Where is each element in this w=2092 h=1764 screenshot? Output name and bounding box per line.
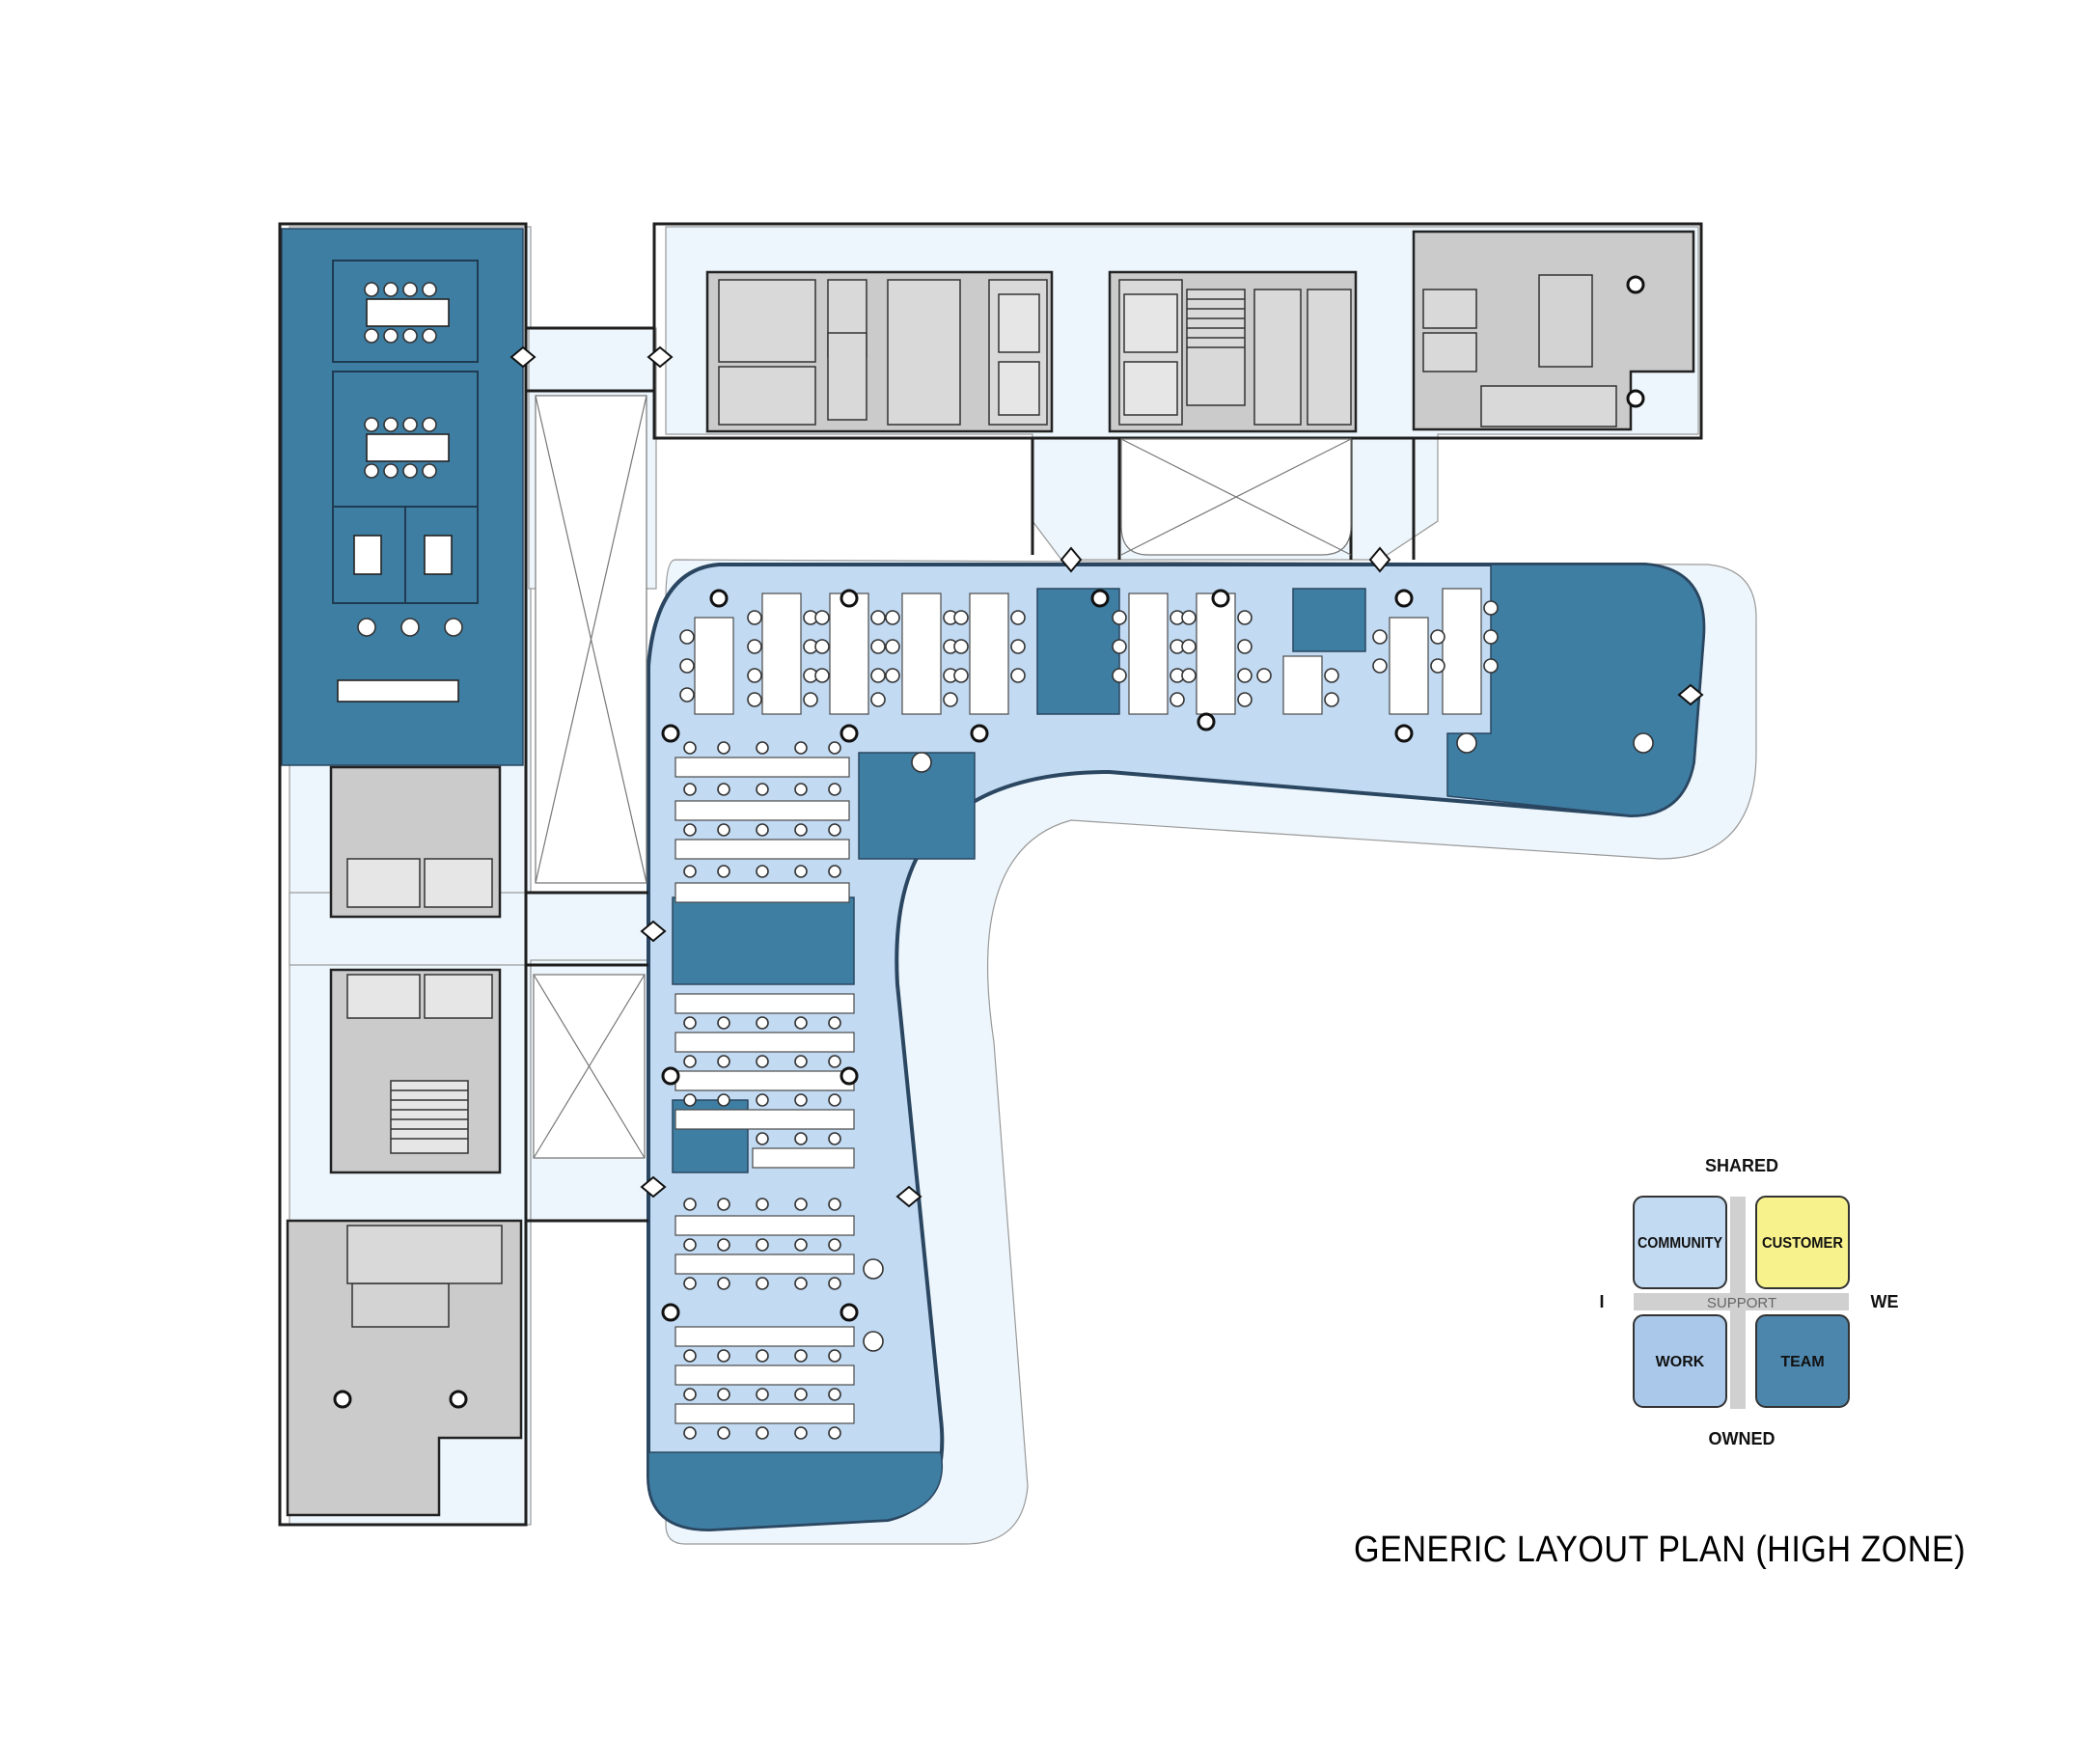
door-symbols [509,345,1704,1208]
workstation-chairs [679,600,1654,1440]
workstation-desks [674,588,1482,1424]
legend-support-horizontal [1634,1293,1849,1310]
legend-customer-swatch [1755,1196,1850,1289]
legend-team-label: TEAM [1780,1354,1824,1370]
core-internals [346,274,1617,1328]
team-zone-south [647,1451,943,1530]
plan-title: GENERIC LAYOUT PLAN (HIGH ZONE) [1354,1530,1967,1570]
legend-work-swatch [1633,1314,1727,1408]
zone-legend: SHARED OWNED I WE SUPPORT COMMUNITY CUST… [1599,1156,1898,1448]
west-wing-rooms [332,260,479,604]
atrium-voids [533,395,1352,1159]
legend-support-label: SUPPORT [1707,1295,1776,1311]
legend-customer-label: CUSTOMER [1762,1235,1843,1252]
legend-owned-label: OWNED [1709,1429,1775,1448]
legend-shared-label: SHARED [1705,1156,1778,1175]
legend-we-label: WE [1871,1292,1899,1311]
west-wing-chairs [357,282,463,637]
legend-team-swatch [1755,1314,1850,1408]
team-zone-central-2 [1036,588,1120,715]
legend-community-label: COMMUNITY [1638,1235,1722,1252]
legend-work-label: WORK [1656,1354,1705,1370]
building-walls [278,222,1703,1527]
west-wing-tables [337,298,459,703]
structural-columns [333,275,1645,1409]
team-zone-central-4 [672,896,855,985]
core-southwest [286,1219,523,1517]
legend-community-swatch [1633,1196,1727,1289]
team-zone-central-3 [1292,588,1366,652]
legend-i-label: I [1599,1292,1604,1311]
